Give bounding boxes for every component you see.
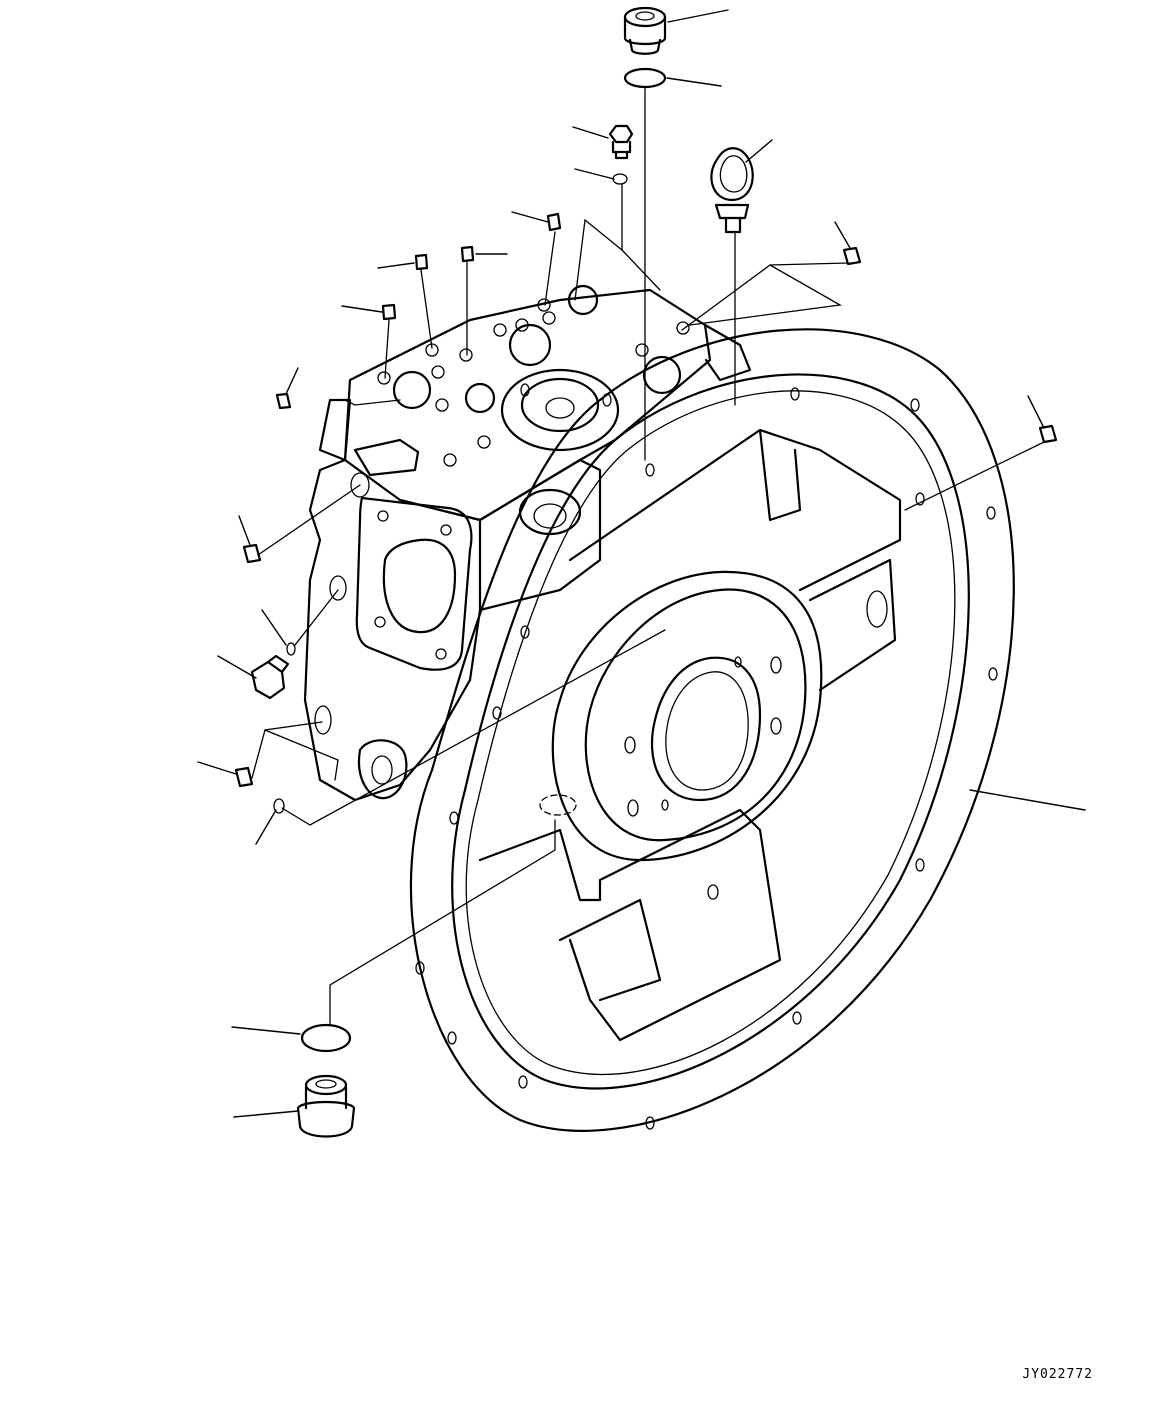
pump-body (303, 284, 752, 802)
top-plug (623, 6, 667, 55)
side-o-ring (286, 642, 296, 656)
assembly-lines (251, 86, 1045, 1026)
flywheel-housing (409, 328, 1015, 1132)
side-fitting (250, 654, 290, 700)
plug-bolt (608, 124, 634, 160)
lower-o-ring (273, 798, 285, 814)
small-o-ring (612, 173, 628, 185)
top-plate-ports (377, 284, 690, 536)
flange-bolt-holes (415, 387, 998, 1130)
bottom-plug (296, 1074, 356, 1138)
bottom-o-ring (300, 1023, 352, 1053)
leader-lines (197, 9, 1086, 1118)
top-o-ring (623, 67, 667, 89)
drawing-reference-code: JY022772 (1022, 1367, 1093, 1382)
eye-bolt (710, 147, 754, 234)
small-plugs (234, 212, 1058, 788)
